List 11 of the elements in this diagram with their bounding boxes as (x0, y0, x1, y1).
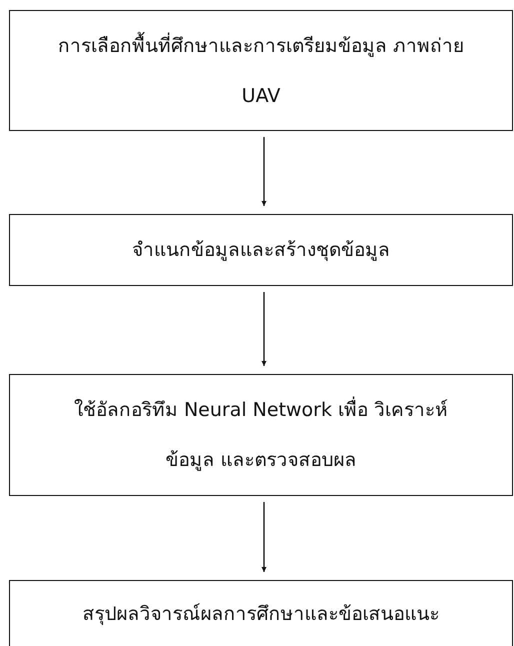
process-box (9, 214, 513, 286)
step-text: สรุปผลวิจารณ์ผลการศึกษาและข้อเสนอแนะ (82, 602, 440, 627)
process-box (9, 580, 513, 646)
step-text: ใช้อัลกอริทึม Neural Network เพื่อ วิเคราะห์ข้อมูล และตรวจสอบผล (10, 385, 512, 485)
arrow (262, 137, 266, 206)
step-text: จำแนกข้อมูลและสร้างชุดข้อมูล (131, 238, 391, 263)
arrow (262, 502, 266, 572)
process-box (9, 374, 513, 496)
arrow (262, 292, 266, 366)
step-text: การเลือกพื้นที่ศึกษาและการเตรียมข้อมูล ภาพถ่าย UAV (10, 20, 512, 120)
process-box (9, 10, 513, 131)
